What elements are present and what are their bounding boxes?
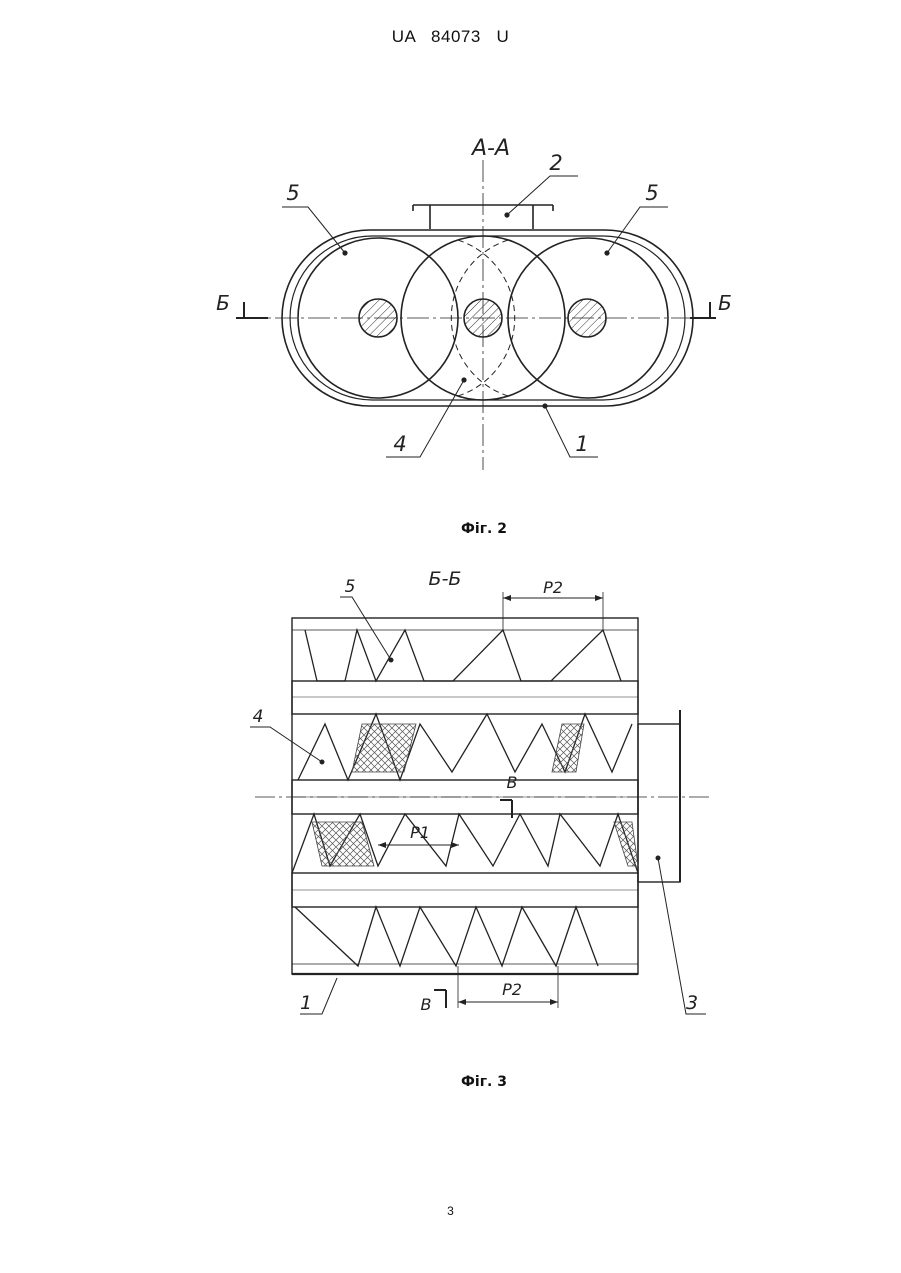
callout-4: 4 [253,707,264,727]
view-mark-lower: В [421,995,432,1014]
callout-4: 4 [393,432,406,456]
dimension-p1: P1 [410,823,430,842]
callout-2: 2 [549,151,562,175]
callout-1: 1 [575,432,588,456]
figure-3-caption: Фіг. 3 [461,1074,507,1090]
figure-2 [236,160,716,470]
page-number: 3 [0,1204,901,1218]
section-label-b-b: Б-Б [429,568,462,590]
figure-2-caption: Фіг. 2 [461,521,507,537]
callout-1: 1 [300,992,312,1014]
dimension-p2-bottom: P2 [502,980,522,999]
section-label-a-a: А-А [470,136,510,161]
callout-3: 3 [686,992,698,1014]
dimension-p2-top: P2 [543,578,563,597]
callout-5-left: 5 [286,181,299,205]
view-mark-upper: В [507,773,518,792]
cut-label-right: Б [718,291,732,315]
callout-5-right: 5 [645,181,658,205]
callout-5: 5 [345,577,356,597]
cut-label-left: Б [216,291,230,315]
figure-3 [250,592,712,1014]
